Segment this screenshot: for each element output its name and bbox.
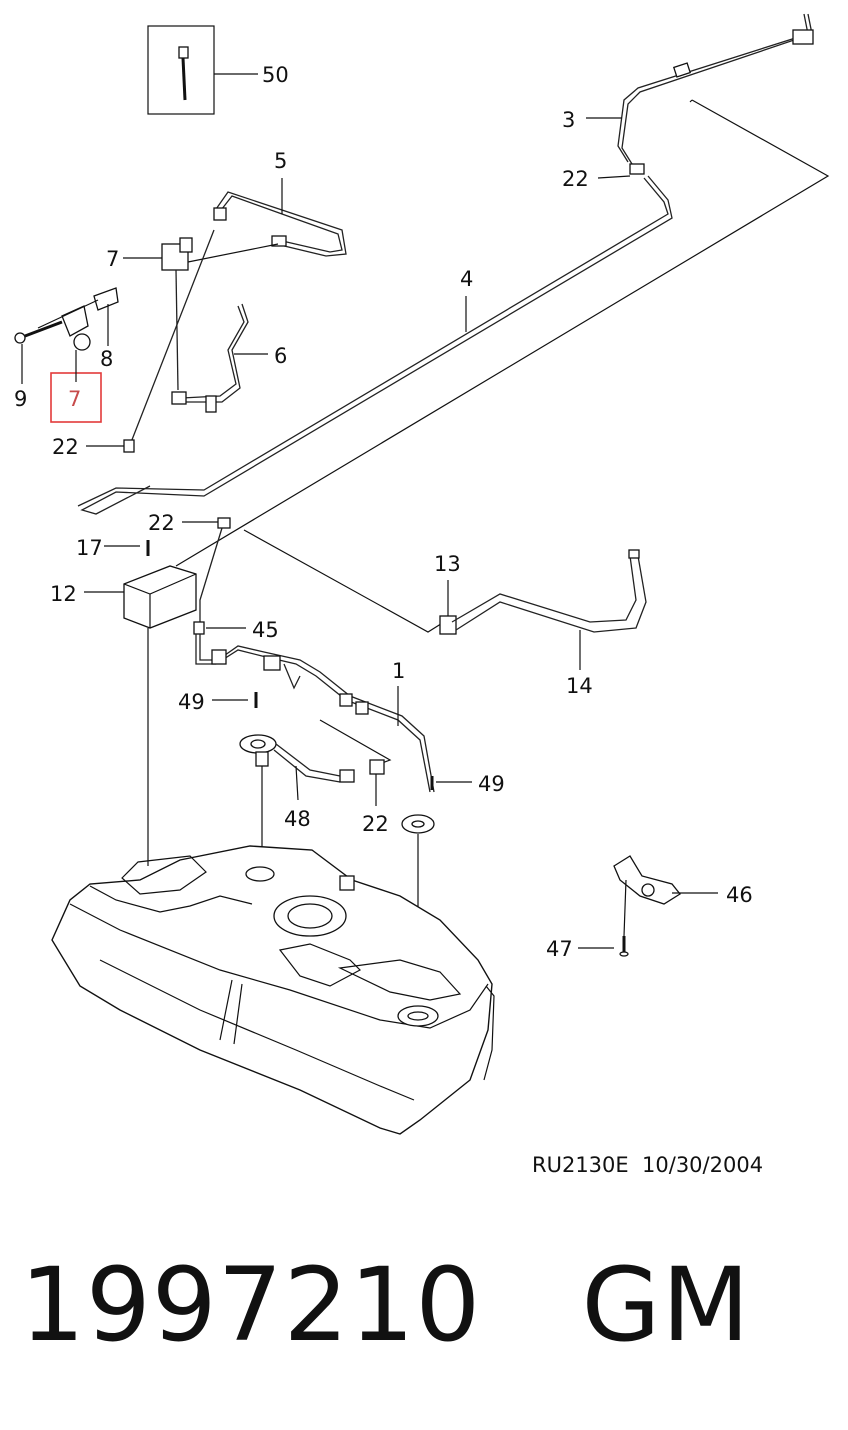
assembly-outline-line-2 xyxy=(243,529,445,633)
callout-22-bottom: 22 xyxy=(362,812,389,836)
callout-3: 3 xyxy=(562,108,575,132)
callout-22-left: 22 xyxy=(52,435,79,459)
callout-22-top-right: 22 xyxy=(562,167,589,191)
callout-49-right: 49 xyxy=(478,772,505,796)
pipe-1 xyxy=(195,634,435,793)
part-48-sender xyxy=(239,719,392,864)
callout-45: 45 xyxy=(252,618,279,642)
callout-46: 46 xyxy=(726,883,753,907)
callout-7-highlighted: 7 xyxy=(68,387,81,411)
callout-47: 47 xyxy=(546,937,573,961)
callout-14: 14 xyxy=(566,674,593,698)
callout-50: 50 xyxy=(262,63,289,87)
drawing-stamp: RU2130E 10/30/2004 xyxy=(532,1153,763,1177)
callout-6: 6 xyxy=(274,344,287,368)
callout-7-top: 7 xyxy=(106,247,119,271)
part-45-clip xyxy=(193,621,246,635)
callout-9: 9 xyxy=(14,387,27,411)
part-50-cable-tie xyxy=(147,25,258,115)
assembly-outline-line xyxy=(175,99,830,567)
callout-12: 12 xyxy=(50,582,77,606)
clip-22-center xyxy=(182,517,231,626)
callout-48: 48 xyxy=(284,807,311,831)
callout-4: 4 xyxy=(460,267,473,291)
part-5-hose xyxy=(213,178,347,257)
part-number-caption: 1997210 GM xyxy=(20,1246,751,1365)
callout-49-left: 49 xyxy=(178,690,205,714)
part-7-valve-top xyxy=(123,229,279,451)
part-49-screw-left xyxy=(212,692,258,708)
part-14-filler-hose xyxy=(451,549,647,670)
clip-22-left xyxy=(86,439,135,453)
pipe-4 xyxy=(77,163,673,515)
part-13-clamp xyxy=(439,580,457,635)
part-12-canister xyxy=(84,565,197,866)
fuel-tank xyxy=(51,845,495,1135)
part-17-screw xyxy=(104,540,150,556)
callout-8: 8 xyxy=(100,347,113,371)
part-8-bracket xyxy=(37,287,119,351)
part-9-bolt xyxy=(14,320,63,384)
part-47-bolt xyxy=(578,936,629,957)
part-46-bracket xyxy=(613,855,718,937)
callout-22-center: 22 xyxy=(148,511,175,535)
pipe-3 xyxy=(586,13,814,165)
clip-22-bottom xyxy=(369,759,385,806)
part-6-hose xyxy=(171,303,268,413)
fuel-system-exploded-diagram: 50 3 22 5 7 4 8 6 9 7 22 22 17 12 13 45 … xyxy=(14,13,830,1177)
callout-1: 1 xyxy=(392,659,405,683)
callout-17: 17 xyxy=(76,536,103,560)
callout-5: 5 xyxy=(274,149,287,173)
callout-13: 13 xyxy=(434,552,461,576)
